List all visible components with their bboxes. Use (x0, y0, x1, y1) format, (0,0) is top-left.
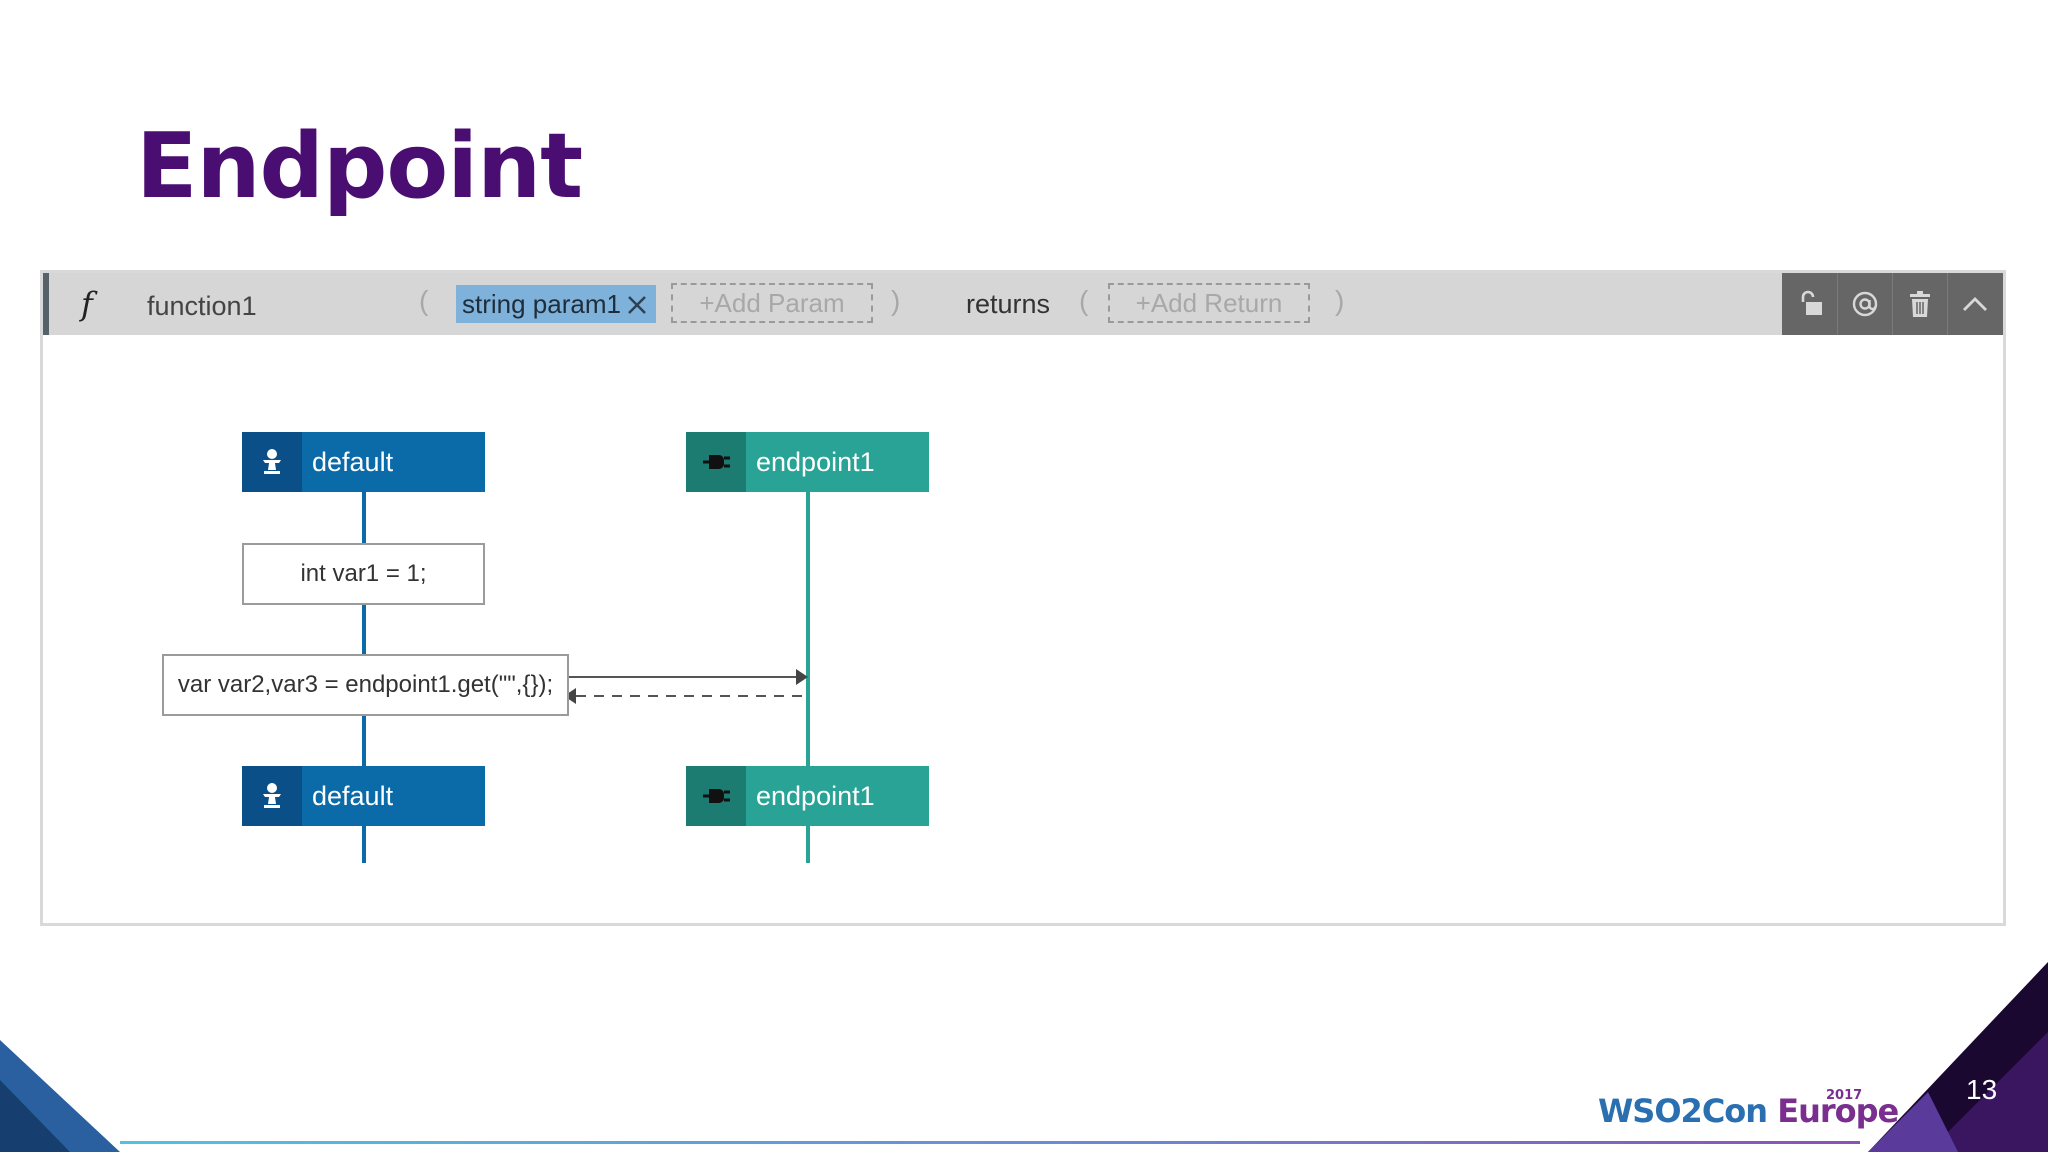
corner-decoration-left (0, 1040, 120, 1152)
worker-label: default (302, 432, 485, 492)
unlock-button[interactable] (1782, 273, 1837, 335)
params-open-paren: ( (419, 285, 429, 316)
endpoint-label: endpoint1 (746, 432, 929, 492)
returns-close-paren: ) (1335, 285, 1345, 316)
close-icon[interactable] (626, 294, 648, 316)
message-arrows (564, 669, 808, 704)
params-close-paren: ) (891, 285, 901, 316)
request-arrowhead (796, 669, 808, 685)
worker-lifeline (362, 433, 366, 863)
endpoint-label: endpoint1 (746, 766, 929, 826)
function-toolbar (1782, 273, 2003, 335)
endpoint1-bottom[interactable]: endpoint1 (686, 766, 929, 826)
delete-button[interactable] (1892, 273, 1947, 335)
returns-label: returns (966, 289, 1051, 319)
worker-label: default (302, 766, 485, 826)
statement-endpoint-get[interactable]: var var2,var3 = endpoint1.get("",{}); (162, 654, 569, 716)
function-editor: f function1 ( string param1 +Add Param )… (40, 270, 2006, 926)
response-arrowhead (564, 688, 576, 704)
statement-var1[interactable]: int var1 = 1; (242, 543, 485, 605)
collapse-chevron-icon (1963, 297, 1987, 311)
returns-open-paren: ( (1079, 285, 1089, 316)
add-param-button[interactable]: +Add Param (671, 283, 873, 323)
function-icon: f (81, 285, 93, 323)
worker-icon (263, 449, 281, 474)
unlock-icon (1801, 290, 1822, 315)
annotation-button[interactable] (1837, 273, 1892, 335)
function-name[interactable]: function1 (147, 291, 257, 321)
annotation-at-icon (1852, 291, 1878, 317)
footer-line (120, 1141, 1860, 1144)
slide-title: Endpoint (136, 114, 583, 219)
function-header-bar: f function1 ( string param1 +Add Param )… (43, 273, 2003, 335)
worker-icon (263, 783, 281, 808)
page-number: 13 (1966, 1074, 1998, 1105)
plug-icon (703, 789, 730, 803)
endpoint-lifeline (806, 433, 810, 863)
worker-default-bottom[interactable]: default (242, 766, 485, 826)
corner-decoration-right (1868, 962, 2048, 1152)
trash-icon (1910, 291, 1930, 317)
collapse-button[interactable] (1947, 273, 2002, 335)
add-return-button[interactable]: +Add Return (1108, 283, 1310, 323)
wso2con-logo: WSO2Con Europe (1598, 1092, 1899, 1130)
param-chip-label: string param1 (462, 289, 621, 319)
param-chip[interactable]: string param1 (456, 285, 656, 323)
endpoint1-top[interactable]: endpoint1 (686, 432, 929, 492)
plug-icon (703, 455, 730, 469)
logo-year: 2017 (1826, 1088, 1863, 1103)
worker-default-top[interactable]: default (242, 432, 485, 492)
